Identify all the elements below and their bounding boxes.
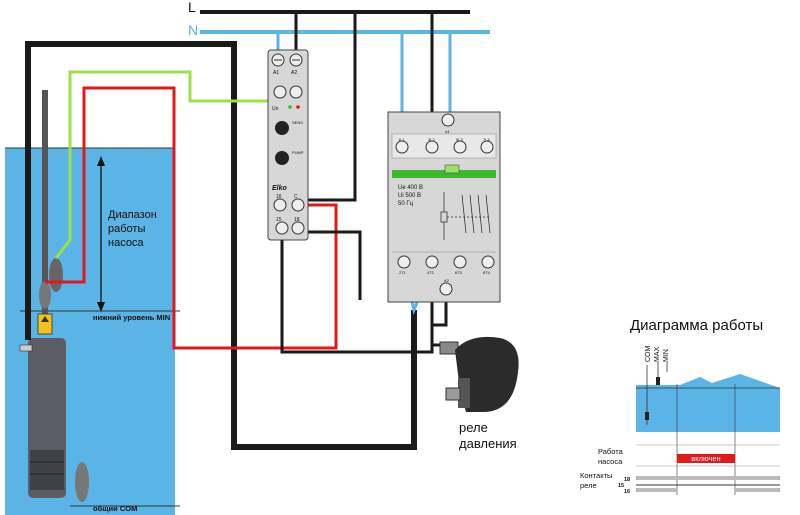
sens-knob[interactable] (275, 121, 289, 135)
ct-terminal-a1 (441, 113, 455, 127)
supply-rails: L N (188, 0, 490, 38)
contact-16-on (636, 488, 677, 492)
relay-18-label: 18 (294, 217, 300, 223)
ct-terminal-8t4 (481, 255, 495, 269)
ct-6t3-label: 6T3 (455, 270, 463, 275)
pump-on-label: включен (691, 454, 720, 463)
pump-knob[interactable] (275, 151, 289, 165)
relay-15-label: 15 (276, 217, 282, 223)
contacts-row-label-1: Контакты (580, 471, 612, 480)
ct-terminal-5l3 (453, 140, 467, 154)
com-float (75, 462, 89, 502)
relay-terminal-a2 (289, 53, 303, 67)
range-label-1: Диапазон (108, 209, 157, 221)
min-label: MIN (663, 349, 670, 362)
pressure-relay: реле давления (439, 336, 519, 451)
timing-water (636, 374, 780, 432)
pump-on-bar (677, 454, 735, 463)
min-float (39, 281, 51, 309)
ct-terminal-3l2 (425, 140, 439, 154)
pump-row-label-2: насоса (598, 457, 623, 466)
pressure-relay-label-2: давления (459, 436, 517, 451)
ct-4t2-label: 4T2 (427, 270, 435, 275)
max-float (49, 258, 63, 292)
ct-terminal-6t3 (453, 255, 467, 269)
min-level-label: нижний уровень MIN (93, 313, 170, 322)
relay-output-wire (280, 228, 434, 354)
contactor-schematic (440, 192, 491, 240)
ct-terminal-7l4 (480, 140, 494, 154)
level-relay: A1 A2 Un SENS PUMP Elko 16 C 15 18 (267, 49, 309, 241)
well: Диапазон работы насоса нижний уровень MI… (5, 90, 180, 515)
ct-1l1-label: 1L1 (398, 137, 405, 142)
pressure-relay-body (455, 336, 519, 412)
relay-un-label: Un (272, 106, 279, 112)
relay-terminal-sensor-2 (289, 85, 303, 99)
pump-label: PUMP (292, 150, 304, 155)
contact-18-label: 18 (624, 477, 630, 483)
ct-terminal-2t1 (397, 255, 411, 269)
check-valve (37, 313, 53, 335)
relay-brand: Elko (272, 185, 288, 192)
ct-3l2-label: 3L2 (428, 137, 435, 142)
ct-a1-label: A1 (445, 129, 451, 134)
contactor: 1L1 3L2 5L3 7L4 A1 Ue 400 В Ui 500 В 50 … (387, 111, 501, 303)
contact-18-on (677, 476, 735, 480)
max-label: MAX (654, 347, 661, 363)
contacts-row-label-2: реле (580, 481, 597, 490)
relay-c-label: C (294, 194, 298, 200)
ct-spec-ue: Ue 400 В (398, 185, 423, 191)
pressure-relay-label-1: реле (459, 420, 488, 435)
contact-18-off (636, 476, 677, 480)
relay-terminal-18 (291, 221, 305, 235)
max-sensor-wire (54, 70, 282, 259)
contact-15-label: 15 (618, 483, 624, 489)
sensor-rod (42, 90, 48, 315)
range-label-3: насоса (108, 237, 144, 249)
ct-a2-label: A2 (444, 278, 450, 283)
com-label: COM (645, 346, 652, 363)
ct-8t4-label: 8T4 (483, 270, 491, 275)
relay-terminal-c (291, 198, 305, 212)
pump-supply-wire (25, 41, 417, 450)
contact-16-label: 16 (624, 489, 630, 495)
ct-2t1-label: 2T1 (399, 270, 407, 275)
l-label: L (188, 0, 196, 15)
ct-spec-ui: Ui 500 В (398, 193, 421, 199)
relay-terminal-a1 (271, 53, 285, 67)
ct-terminal-1l1 (395, 140, 409, 154)
timing-title: Диаграмма работы (630, 317, 763, 334)
relay-terminal-16 (273, 198, 287, 212)
ct-5l3-label: 5L3 (456, 137, 463, 142)
range-label-2: работы (108, 223, 145, 235)
relay-a2-label: A2 (291, 70, 297, 76)
relay-a1-label: A1 (273, 70, 279, 76)
relay-terminal-sensor-1 (273, 85, 287, 99)
sens-label: SENS (292, 120, 303, 125)
ct-7l4-label: 7L4 (483, 137, 490, 142)
min-sensor-wire (45, 86, 338, 350)
pressure-relay-wire (430, 292, 450, 347)
common-label: общий COM (93, 504, 137, 513)
relay-terminal-15 (275, 221, 289, 235)
ct-spec-hz: 50 Гц (398, 201, 414, 207)
timing-diagram: Диаграмма работы COM MAX MIN Работа насо… (580, 317, 780, 495)
pump-row-label-1: Работа (598, 447, 624, 456)
ct-terminal-4t2 (425, 255, 439, 269)
contactor-green-bar (392, 170, 496, 178)
relay-16-label: 16 (276, 194, 282, 200)
n-label: N (188, 22, 198, 38)
ct-terminal-a2 (439, 282, 453, 296)
